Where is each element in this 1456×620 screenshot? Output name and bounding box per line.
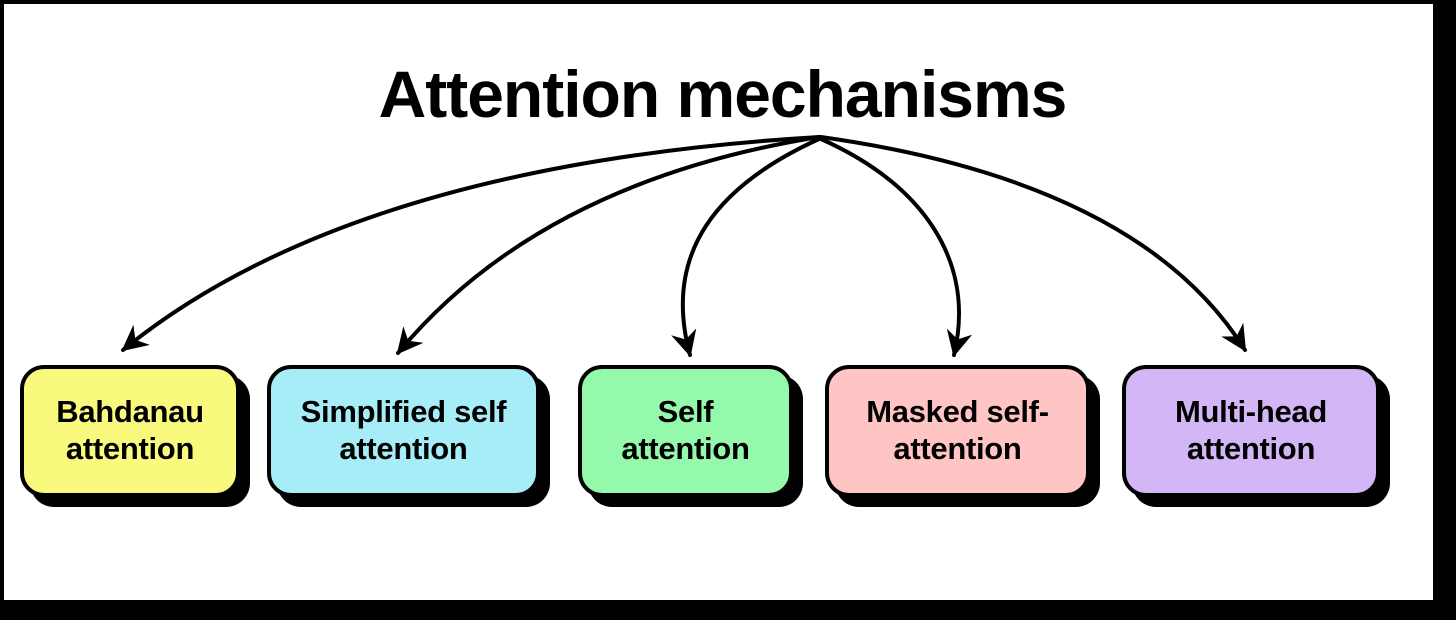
node-multi-head-attention: Multi-head attention (1122, 365, 1380, 497)
node-label: Self attention (621, 394, 750, 466)
node-label: Masked self- attention (866, 394, 1049, 466)
node-label: Multi-head attention (1175, 394, 1327, 466)
node-label: Bahdanau attention (56, 394, 204, 466)
node-self-attention: Self attention (578, 365, 793, 497)
node-label: Simplified self attention (300, 394, 507, 466)
diagram-card: Attention mechanisms (0, 0, 1437, 604)
node-bahdanau-attention: Bahdanau attention (20, 365, 240, 497)
node-masked-self-attention: Masked self- attention (825, 365, 1090, 497)
diagram-title: Attention mechanisms (378, 57, 1068, 131)
node-simplified-self-attention: Simplified self attention (267, 365, 540, 497)
